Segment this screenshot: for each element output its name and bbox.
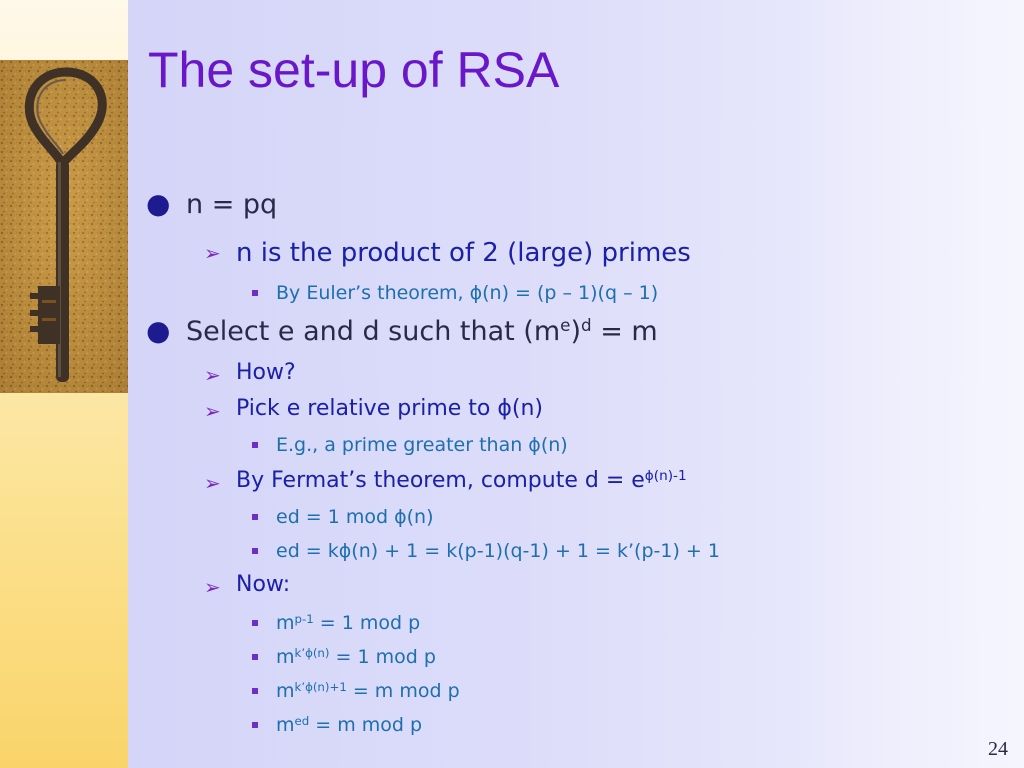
square-bullet-icon xyxy=(252,290,258,296)
m4-base: m xyxy=(276,714,295,736)
bullet-n-equals-pq: n = pq xyxy=(186,189,278,220)
square-bullet-icon xyxy=(252,548,258,554)
m1-base: m xyxy=(276,612,295,634)
select-sup-e: e xyxy=(560,314,571,335)
bullet-dot-icon: ● xyxy=(146,187,171,220)
square-bullet-icon xyxy=(252,514,258,520)
arrow-bullet-icon: ➢ xyxy=(204,241,221,265)
arrow-bullet-icon: ➢ xyxy=(204,471,221,495)
bullet-ed-mod: ed = 1 mod ϕ(n) xyxy=(276,506,434,528)
m3-base: m xyxy=(276,680,295,702)
square-bullet-icon xyxy=(252,654,258,660)
bullet-now: Now: xyxy=(236,572,291,597)
bullet-ed-expansion: ed = kϕ(n) + 1 = k(p-1)(q-1) + 1 = k’(p-… xyxy=(276,540,720,562)
bullet-euler-theorem: By Euler’s theorem, ϕ(n) = (p – 1)(q – 1… xyxy=(276,282,659,304)
square-bullet-icon xyxy=(252,688,258,694)
fermat-sup: ϕ(n)-1 xyxy=(644,467,687,484)
square-bullet-icon xyxy=(252,442,258,448)
m3-post: = m mod p xyxy=(346,680,460,702)
key-photo xyxy=(0,60,128,393)
m4-sup: ed xyxy=(294,713,310,728)
select-text-mid: ) xyxy=(570,316,581,347)
bullet-m-p-1: mp-1 = 1 mod p xyxy=(276,610,420,636)
select-sup-d: d xyxy=(580,314,592,335)
m1-sup: p-1 xyxy=(294,611,314,626)
fermat-text: By Fermat’s theorem, compute d = e xyxy=(236,468,645,493)
bullet-how: How? xyxy=(236,360,296,385)
bullet-pick-e: Pick e relative prime to ϕ(n) xyxy=(236,396,544,421)
square-bullet-icon xyxy=(252,620,258,626)
arrow-bullet-icon: ➢ xyxy=(204,363,221,387)
arrow-bullet-icon: ➢ xyxy=(204,575,221,599)
select-text-pre: Select e and d such that (m xyxy=(186,316,561,347)
bullet-m-k-phi-plus-1: mk’ϕ(n)+1 = m mod p xyxy=(276,678,460,704)
bullet-select-e-d: Select e and d such that (me)d = m xyxy=(186,315,658,349)
select-text-post: = m xyxy=(591,316,658,347)
bullet-fermat: By Fermat’s theorem, compute d = eϕ(n)-1 xyxy=(236,466,687,496)
m2-sup: k’ϕ(n) xyxy=(294,645,330,660)
right-glow xyxy=(764,0,1024,768)
square-bullet-icon xyxy=(252,722,258,728)
slide-title: The set-up of RSA xyxy=(148,42,560,98)
bullet-dot-icon: ● xyxy=(146,314,171,347)
page-number: 24 xyxy=(988,738,1008,760)
m4-post: = m mod p xyxy=(309,714,423,736)
m3-sup: k’ϕ(n)+1 xyxy=(294,679,347,694)
bullet-eg-prime: E.g., a prime greater than ϕ(n) xyxy=(276,434,568,456)
m2-post: = 1 mod p xyxy=(329,646,436,668)
bullet-m-ed: med = m mod p xyxy=(276,712,422,738)
m1-post: = 1 mod p xyxy=(313,612,421,634)
bullet-m-k-phi: mk’ϕ(n) = 1 mod p xyxy=(276,644,436,670)
m2-base: m xyxy=(276,646,295,668)
bullet-product-of-primes: n is the product of 2 (large) primes xyxy=(236,238,691,268)
arrow-bullet-icon: ➢ xyxy=(204,399,221,423)
